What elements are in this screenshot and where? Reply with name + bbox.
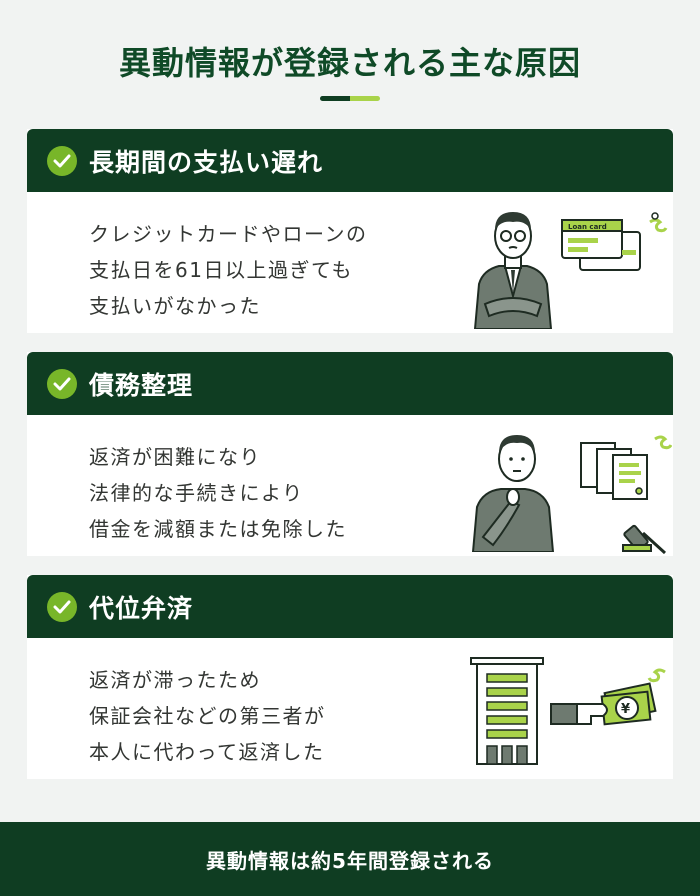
loan-card-label: Loan card	[568, 223, 607, 231]
card-title: 長期間の支払い遅れ	[89, 147, 324, 177]
title-underline	[320, 96, 380, 101]
description-line: 借金を減額または免除した	[89, 517, 347, 541]
check-icon	[47, 591, 77, 622]
footer-text: 異動情報は約5年間登録される	[206, 848, 494, 873]
card-title: 代位弁済	[89, 593, 194, 623]
card-header: 代位弁済	[27, 575, 673, 638]
description-line: 返済が困難になり	[89, 445, 261, 469]
svg-text:¥: ¥	[621, 702, 630, 717]
card-description: クレジットカードやローンの 支払日を61日以上過ぎても 支払いがなかった	[89, 216, 368, 324]
loan-card-icon: Loan card	[561, 212, 668, 271]
card-header: 債務整理	[27, 352, 673, 415]
card-body: 返済が困難になり 法律的な手続きにより 借金を減額または免除した	[27, 415, 673, 556]
card-body: 返済が滞ったため 保証会社などの第三者が 本人に代わって返済した ¥	[27, 638, 673, 779]
description-line: 保証会社などの第三者が	[89, 704, 326, 728]
footer-banner: 異動情報は約5年間登録される	[0, 822, 700, 896]
cause-card-late-payment: 長期間の支払い遅れ クレジットカードやローンの 支払日を61日以上過ぎても 支払…	[27, 129, 673, 333]
page-title: 異動情報が登録される主な原因	[118, 44, 581, 82]
description-line: 支払いがなかった	[89, 294, 261, 318]
check-icon	[47, 368, 77, 399]
documents-gavel-icon	[580, 435, 672, 554]
card-body: クレジットカードやローンの 支払日を61日以上過ぎても 支払いがなかった Loa…	[27, 192, 673, 333]
card-description: 返済が滞ったため 保証会社などの第三者が 本人に代わって返済した	[89, 662, 326, 770]
description-line: 支払日を61日以上過ぎても	[89, 258, 353, 282]
cause-card-debt-consolidation: 債務整理 返済が困難になり 法律的な手続きにより 借金を減額または免除した	[27, 352, 673, 556]
building-icon	[470, 657, 544, 765]
card-title: 債務整理	[89, 370, 194, 400]
description-line: 返済が滞ったため	[89, 668, 261, 692]
card-description: 返済が困難になり 法律的な手続きにより 借金を減額または免除した	[89, 439, 347, 547]
description-line: 本人に代わって返済した	[89, 740, 325, 764]
check-icon	[47, 145, 77, 176]
cause-card-subrogation: 代位弁済 返済が滞ったため 保証会社などの第三者が 本人に代わって返済した	[27, 575, 673, 779]
description-line: クレジットカードやローンの	[89, 222, 368, 246]
description-line: 法律的な手続きにより	[89, 481, 304, 505]
worried-man-illustration	[473, 212, 553, 329]
card-header: 長期間の支払い遅れ	[27, 129, 673, 192]
hand-money-icon: ¥	[550, 668, 666, 726]
underline-dark-segment	[320, 96, 350, 101]
underline-light-segment	[350, 96, 380, 101]
thinking-man-illustration	[471, 435, 555, 552]
